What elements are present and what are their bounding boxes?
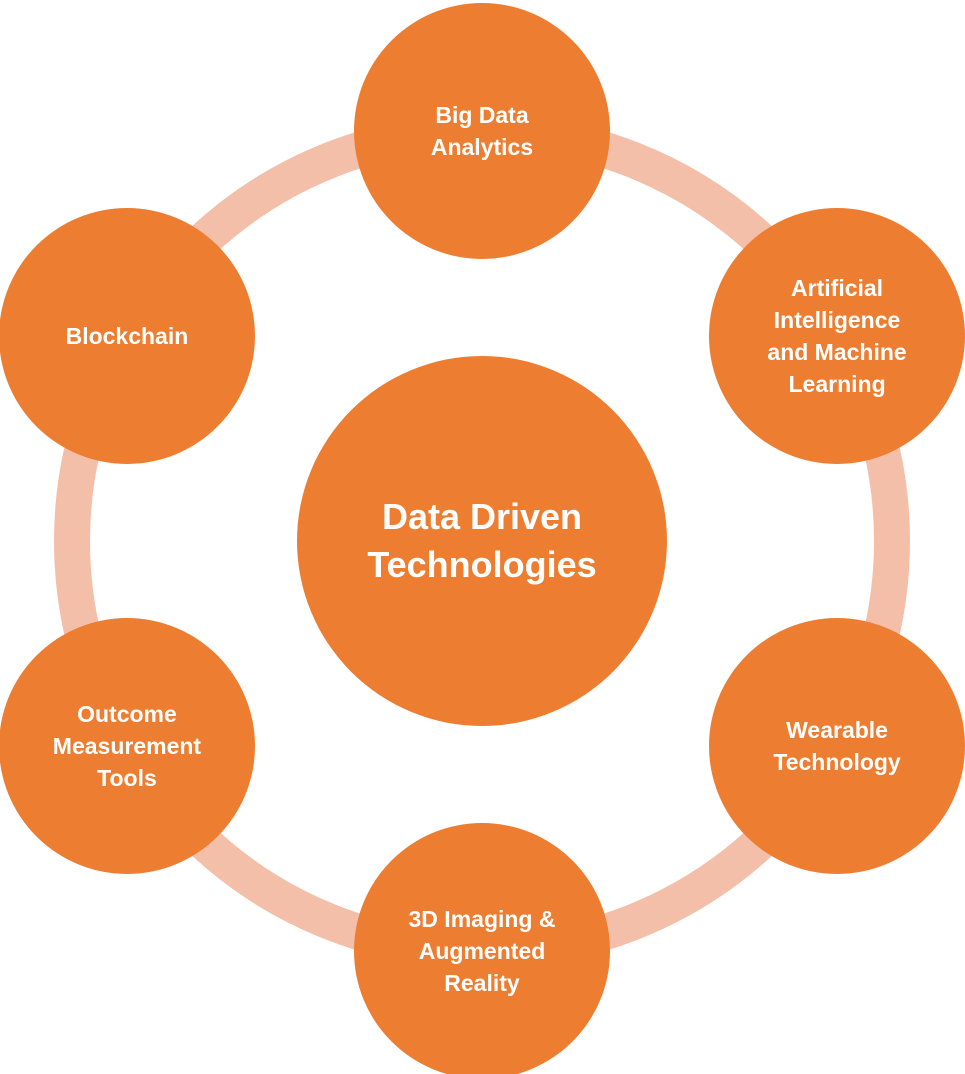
satellite-label: Blockchain (65, 323, 189, 349)
satellite-node-wearable-technology: Wearable Technology (709, 618, 965, 874)
satellite-label: Artificial Intelligence and Machine Lear… (767, 275, 907, 397)
center-node-label: Data Driven Technologies (367, 496, 597, 585)
center-node: Data Driven Technologies (297, 356, 667, 726)
satellite-node-ai-ml: Artificial Intelligence and Machine Lear… (709, 208, 965, 464)
satellite-label: Outcome Measurement Tools (52, 701, 202, 791)
satellite-node-blockchain: Blockchain (0, 208, 255, 464)
satellite-label: Big Data Analytics (430, 102, 534, 160)
satellite-node-big-data-analytics: Big Data Analytics (354, 3, 610, 259)
satellite-node-3d-imaging-ar: 3D Imaging & Augmented Reality (354, 823, 610, 1074)
satellite-label: 3D Imaging & Augmented Reality (408, 906, 556, 996)
satellite-label: Wearable Technology (773, 717, 901, 775)
satellite-node-outcome-measurement-tools: Outcome Measurement Tools (0, 618, 255, 874)
